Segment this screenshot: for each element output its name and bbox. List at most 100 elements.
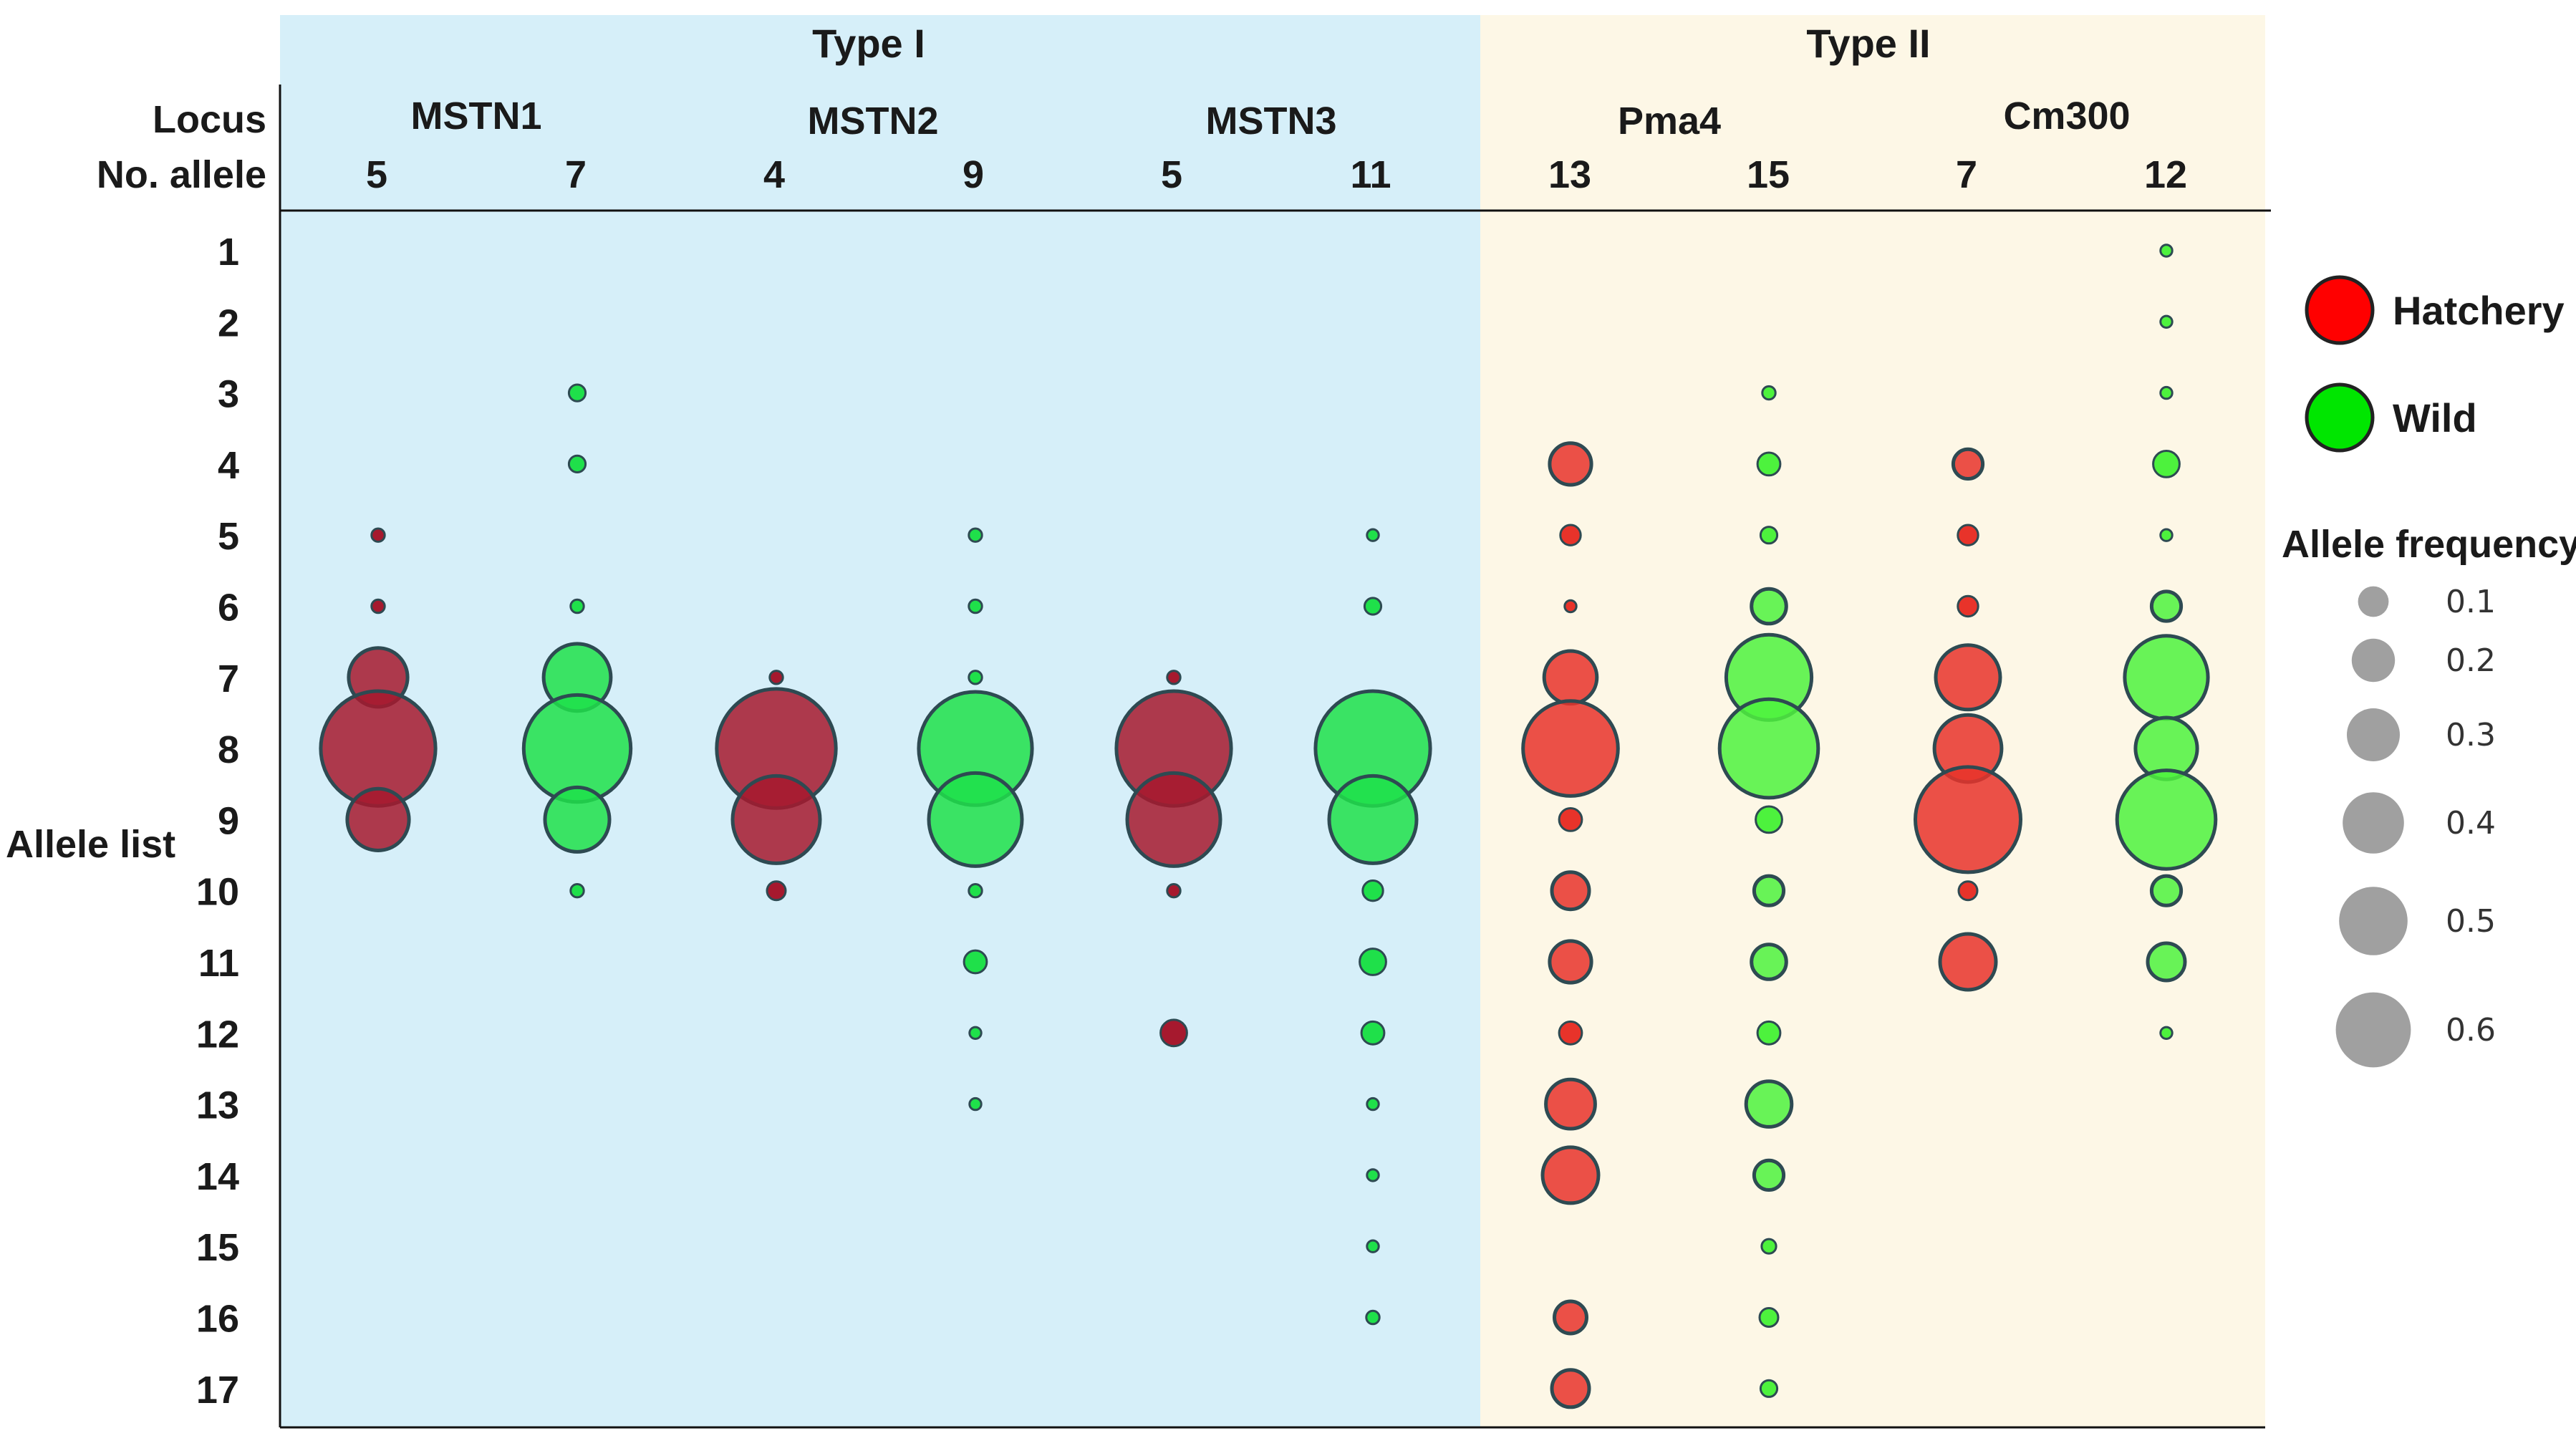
allele-bubble — [1166, 883, 1182, 899]
allele-row-label: 8 — [218, 728, 239, 771]
allele-bubble — [2152, 450, 2181, 478]
allele-bubble — [2159, 244, 2174, 258]
allele-bubble — [1752, 874, 1786, 907]
group-title-type-2: Type II — [1806, 21, 1930, 66]
allele-row-label: 13 — [196, 1084, 239, 1127]
allele-row-label: 12 — [196, 1013, 239, 1056]
size-legend-bubble — [2339, 887, 2408, 955]
allele-bubble — [2159, 1026, 2174, 1041]
allele-bubble — [1752, 1158, 1786, 1192]
allele-bubble — [1521, 699, 1620, 798]
allele-bubble — [2146, 941, 2187, 983]
allele-bubble — [567, 383, 587, 402]
locus-header: Locus — [153, 98, 266, 141]
legend-wild-swatch — [2305, 382, 2375, 453]
allele-bubble — [1558, 1020, 1583, 1046]
allele-bubble — [1759, 526, 1779, 545]
allele-bubble — [567, 454, 587, 474]
size-legend-bubble — [2358, 586, 2389, 617]
allele-row-label: 2 — [218, 302, 239, 344]
allele-row-label: 4 — [218, 444, 239, 487]
allele-bubble — [345, 786, 411, 853]
allele-bubble — [1365, 1309, 1381, 1326]
allele-bubble — [543, 785, 612, 854]
allele-bubble — [370, 598, 386, 614]
allele-bubble — [963, 949, 988, 975]
allele-bubble — [1361, 879, 1384, 902]
allele-bubble — [1750, 587, 1788, 626]
allele-bubble — [1327, 773, 1419, 865]
allele-bubble — [1542, 649, 1599, 706]
allele-bubble — [1957, 594, 1979, 618]
allele-bubble — [968, 883, 983, 899]
allele-bubble — [1951, 447, 1985, 481]
allele-bubble — [1125, 771, 1222, 868]
size-legend-bubble — [2335, 992, 2411, 1068]
allele-bubble — [1750, 943, 1788, 981]
allele-bubble — [766, 880, 787, 902]
allele-bubble — [569, 883, 585, 899]
allele-row-label: 16 — [196, 1298, 239, 1341]
locus-name: MSTN3 — [1205, 100, 1336, 143]
allele-row-label: 7 — [218, 657, 239, 700]
allele-bubble — [730, 773, 822, 865]
legend: Hatchery Wild Allele frequency 0.10.20.3… — [2282, 275, 2576, 1068]
allele-bubble — [1166, 670, 1182, 685]
allele-bubble — [1563, 599, 1578, 614]
allele-bubble — [1934, 643, 2002, 712]
allele-bubble — [1717, 697, 1820, 800]
allele-bubble — [1366, 1168, 1380, 1182]
allele-count: 5 — [366, 153, 387, 196]
allele-bubble — [370, 527, 386, 543]
allele-count: 7 — [565, 153, 587, 196]
allele-bubble — [1759, 1379, 1779, 1398]
allele-row-label: 10 — [196, 871, 239, 914]
locus-name: MSTN2 — [807, 100, 938, 143]
allele-bubble — [1366, 1096, 1380, 1112]
allele-bubble — [2123, 634, 2210, 721]
allele-bubble — [1957, 524, 1979, 546]
allele-bubble — [2159, 385, 2174, 400]
allele-bubble — [1758, 1307, 1780, 1328]
allele-count: 15 — [1747, 153, 1790, 196]
allele-count-header: No. allele — [97, 153, 266, 196]
size-legend-label: 0.3 — [2446, 717, 2496, 753]
allele-bubble — [1159, 1018, 1188, 1048]
allele-bubble — [968, 670, 983, 685]
bubble-layer — [319, 244, 2218, 1409]
allele-bubble — [1914, 765, 2022, 874]
allele-count: 4 — [763, 153, 785, 196]
size-legend-label: 0.6 — [2446, 1012, 2496, 1049]
allele-bubble — [1756, 451, 1782, 477]
allele-bubble — [1755, 805, 1783, 834]
allele-bubble — [1360, 1020, 1386, 1046]
allele-bubble — [968, 1096, 983, 1112]
legend-hatchery-label: Hatchery — [2393, 288, 2565, 333]
group-title-type-1: Type I — [812, 21, 925, 66]
allele-count: 13 — [1548, 153, 1591, 196]
allele-bubble — [927, 771, 1024, 868]
allele-bubble — [1544, 1077, 1597, 1131]
type-1-panel — [280, 15, 1480, 1427]
allele-bubble — [968, 598, 983, 614]
allele-row-label: 9 — [218, 799, 239, 842]
allele-bubble — [1363, 597, 1383, 616]
allele-row-label: 14 — [196, 1155, 239, 1198]
allele-bubble — [1761, 385, 1777, 401]
allele-bubble — [1559, 524, 1582, 546]
allele-bubble — [1359, 948, 1387, 976]
allele-bubble — [569, 598, 585, 614]
allele-bubble — [968, 1026, 983, 1041]
allele-row-label: 11 — [198, 942, 239, 985]
allele-row-label: 3 — [218, 373, 239, 416]
allele-bubble — [2149, 874, 2184, 907]
allele-bubble — [1548, 441, 1593, 487]
allele-bubble — [1366, 528, 1380, 542]
allele-bubble — [2159, 528, 2174, 542]
allele-row-label: 5 — [218, 515, 239, 558]
allele-bubble — [1550, 1368, 1591, 1409]
size-legend-label: 0.4 — [2446, 805, 2496, 842]
allele-bubble — [1550, 870, 1591, 912]
allele-count: 9 — [963, 153, 984, 196]
